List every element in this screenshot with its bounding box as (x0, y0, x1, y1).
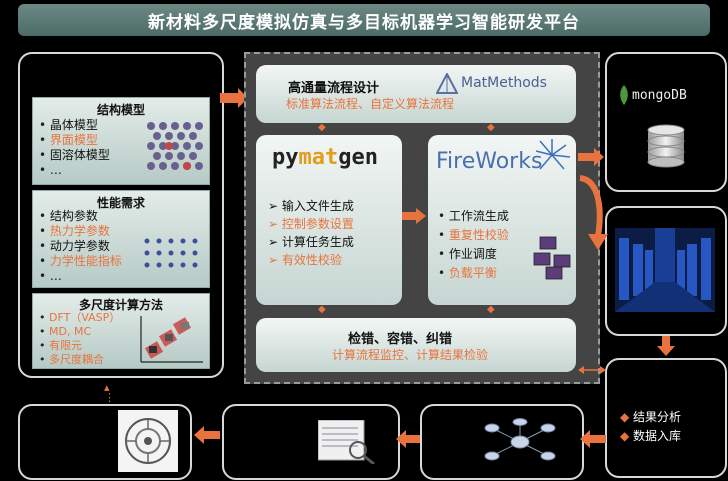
database-box (605, 52, 727, 192)
fireworks-item-workflow: 工作流生成 (438, 207, 509, 226)
diamond-bullet-icon: ◆ (620, 429, 634, 443)
double-arrow-center-results (578, 366, 606, 374)
arrow-results-to-network (580, 430, 606, 448)
pymatgen-item-input: ➢ 输入文件生成 (268, 199, 354, 213)
throughput-design-tile: 高通量流程设计 标准算法流程、自定义算法流程 MatMethods (256, 65, 576, 123)
multiscale-title: 多尺度计算方法 (78, 298, 163, 312)
performance-item-structure: 结构参数 (39, 209, 122, 224)
page-title: 新材料多尺度模拟仿真与多目标机器学习智能研发平台 (18, 4, 710, 36)
fireworks-tile: FireWorks 工作流生成 重复性校验 作业调度 负载平衡 (428, 135, 576, 305)
database-icon (647, 124, 685, 168)
method-fem: 有限元 (39, 339, 120, 353)
fireworks-item-scheduling: 作业调度 (438, 245, 509, 264)
structure-item-interface: 界面模型 (39, 133, 110, 148)
multiscale-panel: 多尺度计算方法 DFT（VASP） MD, MC 有限元 多尺度耦合 (32, 293, 210, 369)
performance-item-mechanical: 力学性能指标 (39, 254, 122, 269)
document-analysis-image (318, 420, 375, 464)
throughput-design-title: 高通量流程设计 (288, 81, 380, 96)
firework-burst-icon (535, 139, 571, 170)
crystal-lattice-image (147, 122, 203, 170)
throughput-design-subtitle: 标准算法流程、自定义算法流程 (286, 97, 455, 111)
matmethods-logo-icon (436, 73, 458, 94)
data-network-box (420, 404, 584, 480)
results-box (605, 358, 727, 478)
pymatgen-logo: pymatgen (272, 145, 378, 170)
pymatgen-logo-gen: gen (338, 145, 378, 170)
pymatgen-item-params: ➢ 控制参数设置 (268, 217, 354, 231)
data-storage-item: ◆ 数据入库 (620, 429, 682, 443)
arrow-network-to-doc (396, 430, 420, 448)
structure-model-title: 结构模型 (96, 103, 145, 117)
performance-title: 性能需求 (96, 196, 145, 210)
job-stack-icon (533, 236, 571, 280)
fireworks-item-load-balance: 负载平衡 (438, 264, 509, 283)
method-multiscale: 多尺度耦合 (39, 353, 120, 367)
result-analysis-item: ◆ 结果分析 (620, 410, 682, 424)
error-handling-subtitle: 计算流程监控、计算结果检验 (332, 348, 489, 362)
performance-item-thermo: 热力学参数 (39, 224, 122, 239)
engine-part-image (118, 410, 178, 472)
method-dft: DFT（VASP） (39, 311, 120, 325)
structure-item-more: … (39, 163, 110, 178)
diamond-bullet-icon: ◆ (620, 410, 634, 424)
arrow-cluster-to-results (657, 336, 675, 356)
structure-item-solid-solution: 固溶体模型 (39, 148, 110, 163)
mongodb-logo: mongoDB (618, 84, 687, 106)
arrow-left-to-center (220, 88, 248, 108)
arrow-center-to-cluster (579, 175, 608, 250)
arrow-pymatgen-to-fireworks (402, 208, 426, 224)
atom-grid-image (144, 238, 198, 268)
pymatgen-logo-py: py (272, 145, 299, 170)
fireworks-item-duplicate-check: 重复性校验 (438, 226, 509, 245)
database-network-image (484, 418, 556, 461)
fireworks-logo: FireWorks (436, 149, 543, 174)
connector-bottom-right: ◆ (487, 304, 495, 315)
mongodb-leaf-icon (620, 85, 628, 105)
pymatgen-tile: pymatgen ➢ 输入文件生成 ➢ 控制参数设置 ➢ 计算任务生成 ➢ 有效… (256, 135, 402, 305)
performance-item-more: … (39, 269, 122, 284)
pymatgen-item-tasks: ➢ 计算任务生成 (268, 235, 354, 249)
structure-model-panel: 结构模型 晶体模型 界面模型 固溶体模型 … (32, 97, 210, 185)
multiscale-diagram-image (140, 316, 203, 363)
structure-item-crystal: 晶体模型 (39, 118, 110, 133)
pymatgen-item-validate: ➢ 有效性校验 (268, 253, 342, 267)
method-md-mc: MD, MC (39, 325, 120, 339)
dotted-up-arrow: ▴⋮ (104, 381, 115, 404)
server-room-image (615, 228, 715, 312)
arrow-doc-to-device (194, 426, 220, 444)
error-handling-title: 检错、容错、纠错 (348, 332, 453, 347)
connector-top: ◆ (318, 122, 326, 133)
matmethods-logo: MatMethods (461, 75, 547, 91)
arrow-center-to-db (578, 148, 604, 166)
connector-top-right: ◆ (487, 122, 495, 133)
mongodb-logo-text: mongoDB (632, 87, 687, 103)
pymatgen-logo-mat: mat (298, 145, 339, 170)
performance-item-kinetic: 动力学参数 (39, 239, 122, 254)
error-handling-tile: 检错、容错、纠错 计算流程监控、计算结果检验 (256, 318, 576, 372)
connector-bottom: ◆ (318, 304, 326, 315)
performance-panel: 性能需求 结构参数 热力学参数 动力学参数 力学性能指标 … (32, 190, 210, 288)
analysis-doc-box (222, 404, 400, 480)
